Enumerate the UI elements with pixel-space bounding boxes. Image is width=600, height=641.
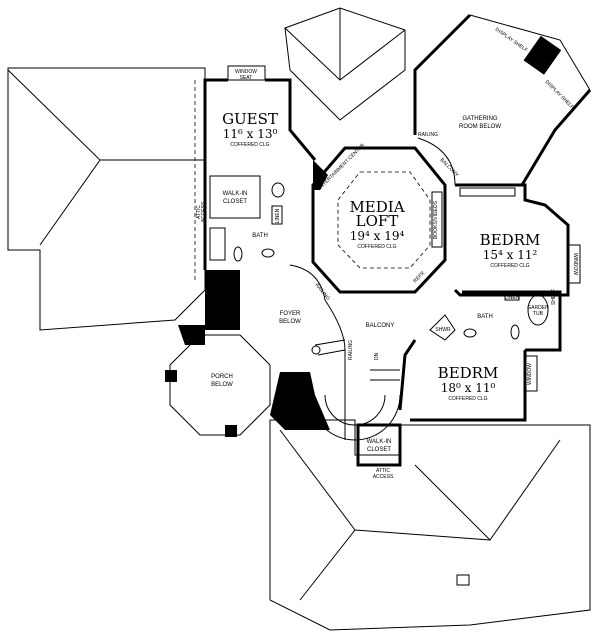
- roof-left: [7, 67, 206, 331]
- svg-text:DISPLAY SHELF: DISPLAY SHELF: [544, 79, 575, 110]
- bedroom-bottom-dims: 18⁰ x 11⁰: [441, 381, 496, 395]
- svg-text:BELOW: BELOW: [279, 319, 301, 325]
- porch: PORCH BELOW: [165, 325, 271, 437]
- guest-room-name: GUEST: [222, 110, 278, 128]
- svg-text:COFFERED CLG: COFFERED CLG: [490, 263, 529, 269]
- svg-text:SHELF: SHELF: [551, 289, 557, 305]
- svg-text:ACCESS: ACCESS: [373, 474, 394, 480]
- foyer-label: FOYER: [280, 311, 301, 317]
- bedroom-bottom: WINDOW BEDRM 18⁰ x 11⁰ COFFERED CLG: [398, 339, 538, 422]
- bedroom-right: WINDOW BEDRM 15⁴ x 11² COFFERED CLG: [453, 183, 581, 297]
- svg-text:RAILING: RAILING: [418, 132, 438, 138]
- media-loft-name: MEDIA: [349, 198, 404, 216]
- entertainment-center-label: ENTERTAINMENT CENTER: [317, 142, 367, 192]
- roof-top: [284, 7, 406, 121]
- roof-bottom: [269, 419, 591, 631]
- display-shelf-label: DISPLAY SHELF: [494, 27, 529, 54]
- svg-text:DN: DN: [374, 352, 380, 360]
- svg-text:TUB: TUB: [533, 311, 544, 317]
- svg-text:LOFT: LOFT: [356, 212, 399, 230]
- gathering-room-label: GATHERING: [462, 116, 498, 122]
- guest-bath-label: BATH: [252, 233, 268, 239]
- svg-text:COFFERED CLG: COFFERED CLG: [448, 396, 487, 402]
- svg-text:BELOW: BELOW: [211, 382, 233, 388]
- svg-text:ATTIC: ATTIC: [196, 205, 202, 219]
- svg-text:COFFERED CLG: COFFERED CLG: [357, 244, 396, 250]
- balcony-label: BALCONY: [366, 323, 395, 329]
- svg-text:RAILING: RAILING: [348, 340, 354, 360]
- svg-text:LINEN: LINEN: [275, 208, 281, 223]
- bedroom-right-dims: 15⁴ x 11²: [483, 248, 538, 262]
- foyer-balcony: RAILING RAILING FOYER BELOW BALCONY DN W…: [270, 264, 402, 480]
- bath-right-label: BATH: [477, 314, 493, 320]
- porch-label: PORCH: [211, 374, 233, 380]
- svg-text:ATTIC: ATTIC: [376, 468, 390, 474]
- svg-text:ACCESS: ACCESS: [201, 201, 207, 222]
- svg-text:CLOSET: CLOSET: [223, 199, 247, 205]
- svg-text:SEAT: SEAT: [240, 75, 253, 81]
- bottom-closet-label: WALK-IN: [367, 439, 392, 445]
- media-loft: BOOKS/VIDEOS ENTERTAINMENT CENTER REFR M…: [311, 132, 460, 294]
- media-loft-dims: 19⁴ x 19⁴: [350, 229, 405, 243]
- garden-tub-label: GARDEN: [527, 305, 549, 311]
- bedroom-bottom-name: BEDRM: [438, 364, 499, 382]
- svg-text:WINDOW: WINDOW: [527, 363, 533, 385]
- svg-text:RAILING: RAILING: [313, 282, 331, 301]
- svg-text:WINDOW: WINDOW: [572, 253, 578, 275]
- books-videos-label: BOOKS/VIDEOS: [433, 200, 439, 239]
- bedroom-right-name: BEDRM: [480, 231, 541, 249]
- bath-right: LINEN GARDEN TUB SHELF BATH SHWR: [429, 289, 562, 352]
- svg-text:SHWR: SHWR: [435, 327, 451, 333]
- guest-closet-label: WALK-IN: [223, 191, 248, 197]
- svg-text:CLOSET: CLOSET: [367, 447, 391, 453]
- guest-room: WINDOW SEAT GUEST 11⁶ x 13⁰ COFFERED CLG…: [196, 65, 317, 330]
- svg-text:ROOM BELOW: ROOM BELOW: [459, 124, 501, 130]
- window-seat-label: WINDOW: [235, 69, 257, 75]
- svg-text:LINEN: LINEN: [505, 295, 520, 301]
- guest-room-dims: 11⁶ x 13⁰: [223, 127, 278, 141]
- svg-text:COFFERED CLG: COFFERED CLG: [230, 142, 269, 148]
